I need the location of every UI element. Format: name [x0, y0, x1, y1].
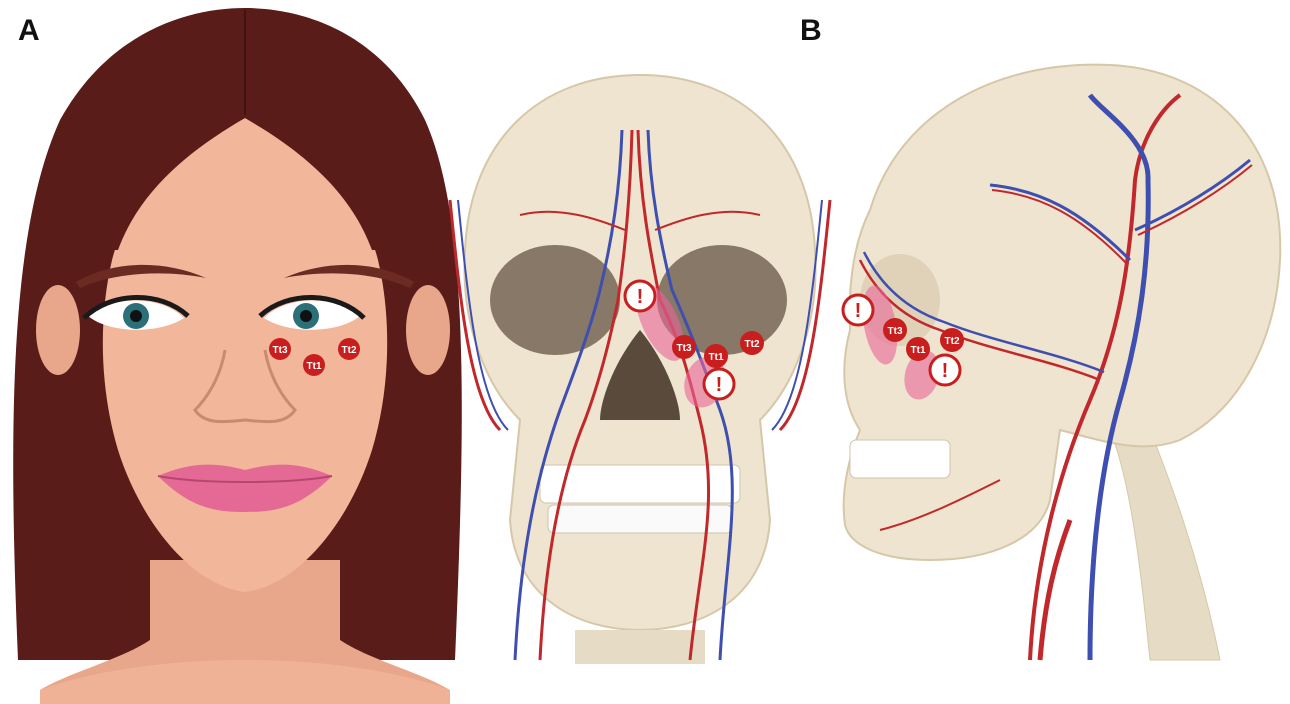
face-point-tt1: Tt1: [303, 354, 325, 376]
svg-text:Tt2: Tt2: [945, 336, 960, 347]
svg-text:!: !: [855, 300, 862, 322]
svg-text:Tt1: Tt1: [307, 361, 322, 372]
face-illustration: Tt3 Tt1 Tt2: [13, 8, 462, 704]
exclamation-circle-icon: !: [625, 281, 655, 311]
left-orbit: [490, 245, 620, 355]
svg-text:Tt2: Tt2: [745, 339, 760, 350]
face-point-tt2: Tt2: [338, 338, 360, 360]
svg-text:Tt1: Tt1: [911, 345, 926, 356]
svg-text:Tt1: Tt1: [709, 352, 724, 363]
cervical-spine: [1110, 430, 1220, 660]
exclamation-circle-icon: !: [930, 355, 960, 385]
svg-text:Tt3: Tt3: [677, 343, 692, 354]
skull-front-view: ! ! Tt3 Tt1 Tt2: [450, 75, 830, 664]
svg-text:!: !: [716, 374, 723, 396]
face-point-tt3: Tt3: [269, 338, 291, 360]
skull-front-point-tt2: Tt2: [740, 331, 764, 355]
side-teeth: [850, 440, 950, 478]
skull-side-point-tt1: Tt1: [906, 337, 930, 361]
left-ear: [36, 285, 80, 375]
upper-teeth: [540, 465, 740, 503]
svg-text:Tt2: Tt2: [342, 345, 357, 356]
skull-front-point-tt3: Tt3: [672, 335, 696, 359]
skull-side-point-tt3: Tt3: [883, 318, 907, 342]
svg-text:!: !: [942, 360, 949, 382]
svg-text:Tt3: Tt3: [273, 345, 288, 356]
svg-text:Tt3: Tt3: [888, 326, 903, 337]
exclamation-circle-icon: !: [843, 295, 873, 325]
skull-side-point-tt2: Tt2: [940, 328, 964, 352]
right-ear: [406, 285, 450, 375]
skull-side-view: ! ! Tt3 Tt1 Tt2: [843, 65, 1280, 660]
lower-teeth: [548, 505, 732, 533]
svg-text:!: !: [637, 286, 644, 308]
skull-front-point-tt1: Tt1: [704, 344, 728, 368]
exclamation-circle-icon: !: [704, 369, 734, 399]
